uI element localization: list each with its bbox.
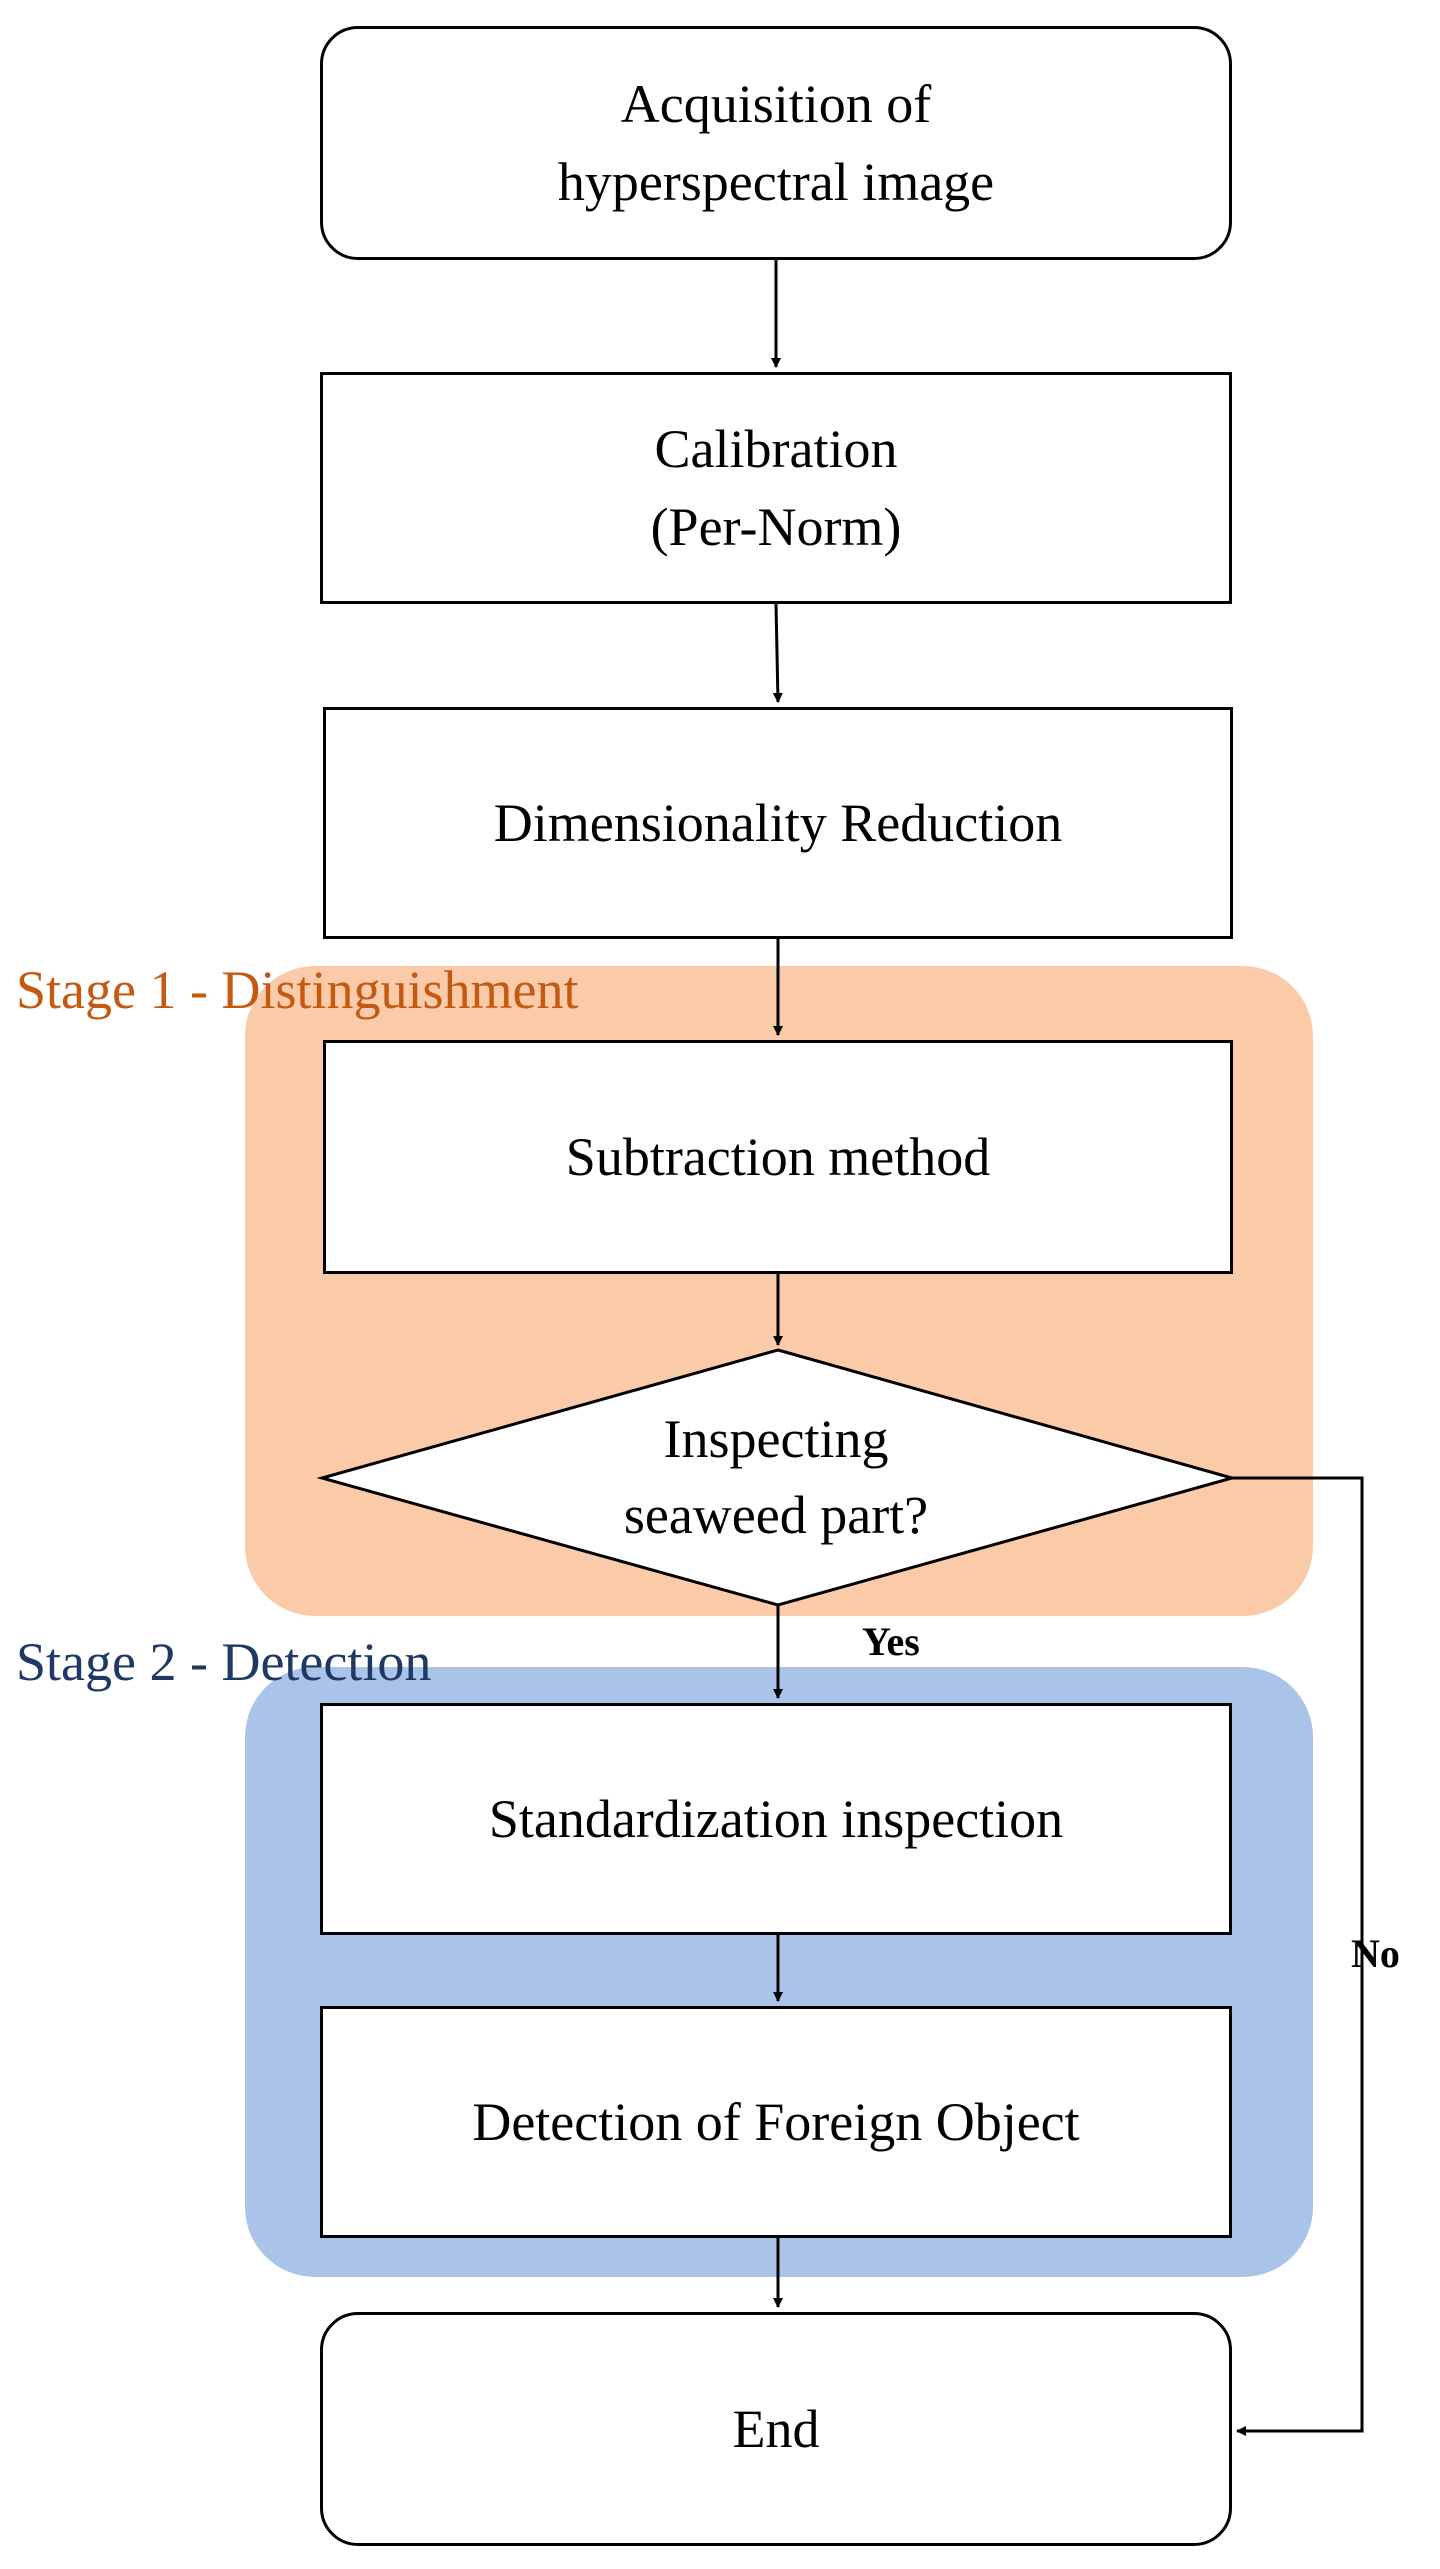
arrow-decision-no-to-end: [1232, 1476, 1364, 2436]
edge-label-yes: Yes: [862, 1619, 920, 1664]
node-subtraction-method: Subtraction method: [323, 1040, 1233, 1274]
node-decision-line1: Inspecting: [663, 1409, 889, 1470]
node-acquisition: Acquisition of hyperspectral image: [320, 26, 1232, 260]
node-acquisition-line1: Acquisition of: [620, 73, 932, 134]
node-dimensionality-reduction: Dimensionality Reduction: [323, 707, 1233, 939]
node-acquisition-line2: hyperspectral image: [557, 152, 995, 212]
arrow-calibration-to-dimred: [772, 603, 783, 703]
node-calibration: Calibration (Per-Norm): [320, 372, 1232, 604]
node-detection-foreign-object: Detection of Foreign Object: [320, 2006, 1232, 2238]
node-decision: Inspecting seaweed part?: [420, 1398, 1132, 1558]
node-standardization-inspection: Standardization inspection: [320, 1703, 1232, 1935]
node-calibration-line1: Calibration: [654, 418, 898, 479]
node-standardization-inspection-text: Standardization inspection: [488, 1788, 1064, 1849]
node-decision-line2: seaweed part?: [623, 1485, 929, 1545]
stage1-label: Stage 1 - Distinguishment: [16, 960, 579, 1020]
node-end: End: [320, 2312, 1232, 2546]
edge-label-no: No: [1351, 1931, 1400, 1976]
node-calibration-line2: (Per-Norm): [650, 497, 902, 557]
node-dimensionality-reduction-text: Dimensionality Reduction: [493, 792, 1063, 853]
node-end-text: End: [732, 2398, 820, 2459]
node-detection-foreign-object-text: Detection of Foreign Object: [472, 2091, 1080, 2152]
node-subtraction-method-text: Subtraction method: [565, 1126, 991, 1187]
stage2-label: Stage 2 - Detection: [16, 1632, 432, 1692]
